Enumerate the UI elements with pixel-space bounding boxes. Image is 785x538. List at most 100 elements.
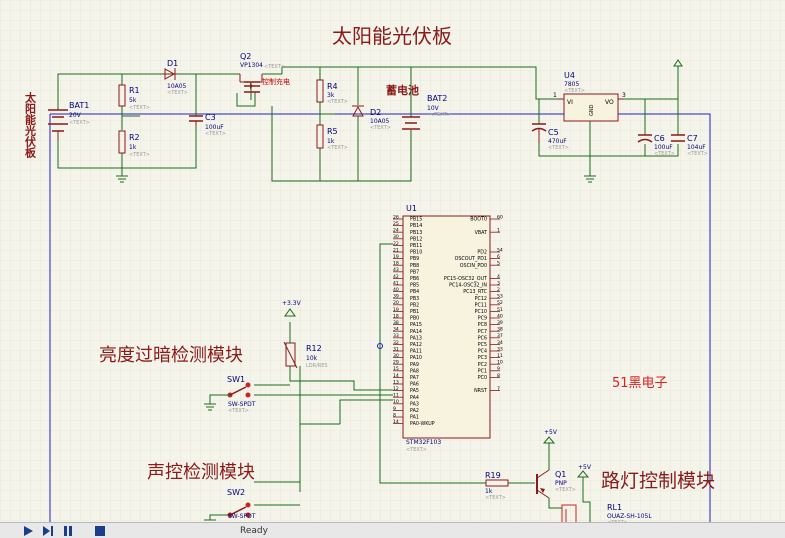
- r1-ref: R1: [129, 86, 140, 95]
- u4-pin-3: 3: [622, 92, 626, 99]
- u1-pin-right-name: OSCOUT_PD1: [455, 256, 487, 262]
- ground-icon: [584, 175, 596, 183]
- d2-ref: D2: [370, 108, 381, 117]
- q1-ref: Q1: [555, 470, 566, 479]
- u1-pin-left-num: 19: [393, 254, 399, 260]
- wire-junction: [377, 343, 383, 349]
- u1-pin-left-name: PB9: [410, 256, 419, 262]
- bat1-text-placeholder: <TEXT>: [69, 120, 90, 126]
- sw1-switch[interactable]: [204, 382, 251, 411]
- status-area: Ready: [240, 525, 268, 537]
- q1-text-placeholder: <TEXT>: [555, 487, 576, 493]
- u1-pin-left-num: 9: [393, 406, 396, 412]
- q1-pnp-transistor[interactable]: [536, 443, 562, 509]
- u1-pin-right-num: 52: [497, 300, 503, 306]
- u4-regulator[interactable]: [563, 93, 619, 122]
- u1-pin-left-num: 29: [393, 360, 399, 366]
- u1-pin-right-name: PC11: [475, 302, 487, 308]
- c6-capacitor[interactable]: [637, 134, 653, 143]
- u1-pin-left-name: PB2: [410, 302, 419, 308]
- u1-pin-right-num: 3: [497, 280, 500, 286]
- sheet-border: [50, 113, 711, 522]
- u1-pin-right-num: 40: [497, 313, 503, 319]
- play-button[interactable]: [22, 525, 34, 537]
- d1-diode[interactable]: [163, 68, 177, 80]
- mcu-wires: [254, 243, 486, 506]
- c3-capacitor[interactable]: [189, 115, 203, 126]
- u1-pin-left-name: PB8: [410, 263, 419, 269]
- u1-pin-left-name: PA0-WKUP: [410, 421, 435, 427]
- q2-mosfet[interactable]: [239, 74, 263, 93]
- u1-pin-left-name: PA11: [410, 349, 422, 355]
- u1-pin-left-num: 14: [393, 419, 399, 425]
- r1-resistor[interactable]: [118, 84, 126, 107]
- u1-pin-right-num: 2: [497, 287, 500, 293]
- sw1-ref: SW1: [227, 375, 245, 384]
- u1-pin-right-num: 11: [497, 353, 503, 359]
- u1-pin-right-num: 53: [497, 294, 503, 300]
- stop-icon: [95, 526, 105, 536]
- u1-value: STM32F103: [406, 439, 441, 446]
- brightness-module-label: 亮度过暗检测模块: [99, 345, 243, 366]
- u1-pin-left-num: 10: [393, 399, 399, 405]
- u1-pin-right-num: 4: [497, 274, 500, 280]
- r12-ldr-resistor[interactable]: [283, 341, 298, 369]
- u1-pin-left-num: 30: [393, 234, 399, 240]
- power-terminal-icon: [542, 436, 556, 444]
- bat1-battery[interactable]: [48, 108, 68, 140]
- charge-control-label: 控制充电: [262, 77, 290, 86]
- c5-ref: C5: [548, 128, 559, 137]
- u1-pin-left-name: PB15: [410, 217, 422, 223]
- u1-pin-right-num: 51: [497, 307, 503, 313]
- u1-pin-right-name: PC14-OSC32_IN: [449, 283, 487, 289]
- u4-pin-gnd: GND: [589, 104, 595, 116]
- bat2-battery[interactable]: [402, 116, 420, 130]
- c5-capacitor[interactable]: [531, 123, 547, 143]
- step-button[interactable]: [42, 525, 54, 537]
- u1-pin-right-name: PC7: [478, 329, 487, 335]
- battery-annotation: 蓄电池: [386, 83, 419, 97]
- u1-pin-left-num: 26: [393, 214, 399, 220]
- u1-pin-left-name: PA14: [410, 329, 422, 335]
- bat1-value: 20V: [69, 112, 82, 119]
- u1-pin-left-num: 20: [393, 300, 399, 306]
- r2-text-placeholder: <TEXT>: [129, 152, 150, 158]
- bat2-ref: BAT2: [427, 94, 447, 103]
- power-terminal-icon: [284, 308, 296, 317]
- c7-capacitor[interactable]: [671, 134, 685, 142]
- r4-resistor[interactable]: [316, 79, 324, 103]
- sw1-text-placeholder: <TEXT>: [228, 408, 249, 414]
- u1-pin-left-num: 25: [393, 221, 399, 227]
- u1-pin-right-name: NRST: [474, 388, 487, 394]
- u1-pin-left-name: PA12: [410, 342, 422, 348]
- u1-pin-left-name: PB14: [410, 223, 422, 229]
- sound-module-label: 声控检测模块: [147, 462, 255, 483]
- c5-text-placeholder: <TEXT>: [548, 145, 569, 151]
- u1-pin-left-num: 38: [393, 320, 399, 326]
- u1-pin-right-num: 9: [497, 366, 500, 372]
- sw2-switch[interactable]: [204, 502, 251, 521]
- u1-pin-left-num: 31: [393, 346, 399, 352]
- r2-resistor[interactable]: [118, 130, 126, 154]
- u1-pin-right-name: PC13_RTC: [463, 289, 487, 295]
- pause-button[interactable]: [62, 525, 74, 537]
- d2-diode[interactable]: [352, 105, 364, 117]
- u1-stm32-chip[interactable]: [402, 215, 491, 439]
- u1-pin-left-name: PB12: [410, 236, 422, 242]
- u1-pin-left-name: PA10: [410, 355, 422, 361]
- u1-pin-right-name: PD2: [477, 250, 487, 256]
- u1-pin-right-name: BOOT0: [470, 217, 487, 223]
- c3-value: 100uF: [205, 124, 224, 131]
- u1-pin-left-name: PB10: [410, 250, 422, 256]
- u1-pin-right-num: 8: [497, 373, 500, 379]
- stop-button[interactable]: [94, 525, 106, 537]
- r5-resistor[interactable]: [316, 124, 324, 149]
- bat1-ref: BAT1: [69, 101, 89, 110]
- rail-5v-label-q1: +5V: [544, 429, 558, 436]
- u1-pin-right-name: PC2: [478, 362, 487, 368]
- u1-pin-left-num: 40: [393, 287, 399, 293]
- c3-ref: C3: [205, 113, 216, 122]
